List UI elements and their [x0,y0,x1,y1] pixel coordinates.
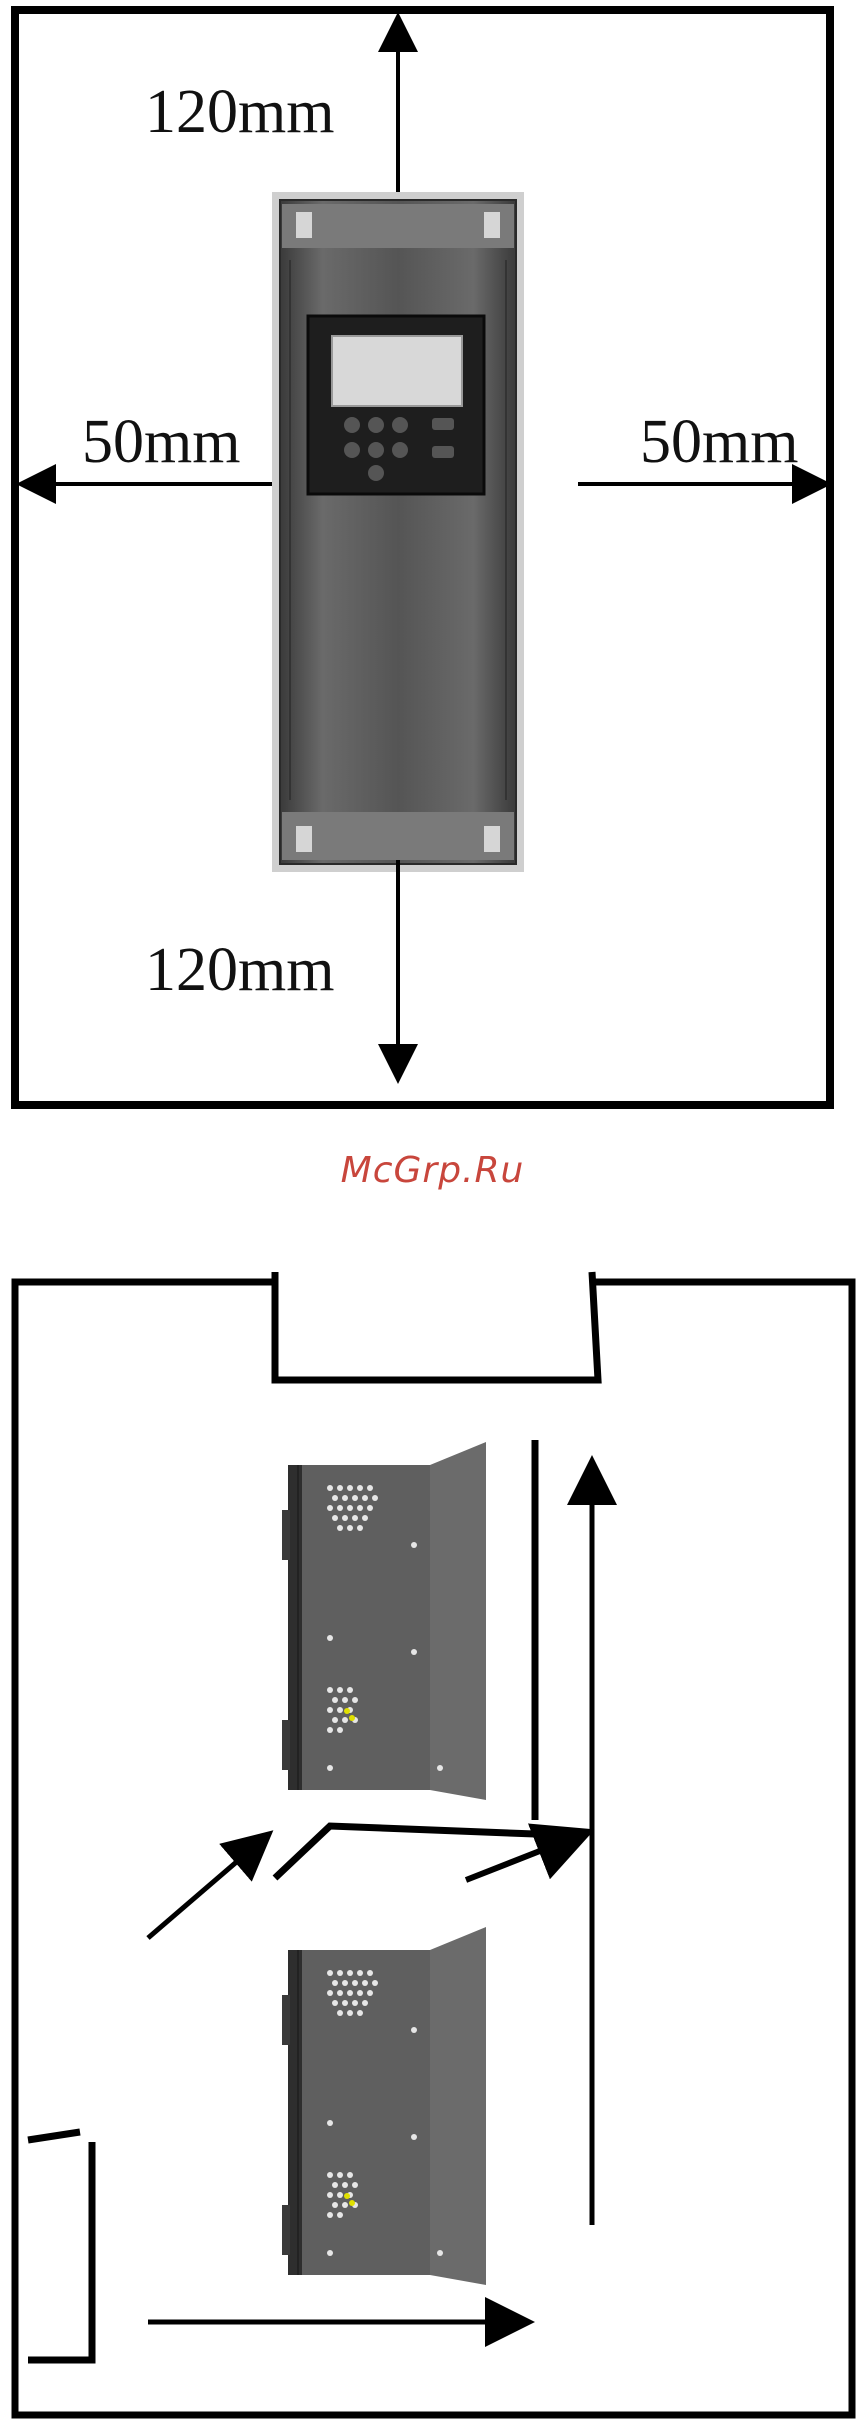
keypad-panel [308,316,484,494]
drive-unit-front [272,192,524,872]
watermark: McGrp.Ru [0,1150,865,1191]
side-view-airflow-diagram [15,1272,852,2415]
airflow-arrow-diagonal-in [148,1840,262,1938]
label-bottom-clearance: 120mm [145,936,334,1004]
front-view-diagram: 120mm 120mm 50mm 50mm [15,10,830,1105]
exhaust-duct [275,1272,598,1380]
label-left-clearance: 50mm [82,408,240,476]
intake-bracket [28,2132,92,2360]
lcd-display [332,336,462,406]
label-top-clearance: 120mm [145,78,334,146]
drive-unit-side-upper [282,1442,486,1800]
label-right-clearance: 50mm [640,408,798,476]
airflow-arrow-to-riser [466,1836,578,1880]
drive-unit-side-lower [282,1927,486,2285]
